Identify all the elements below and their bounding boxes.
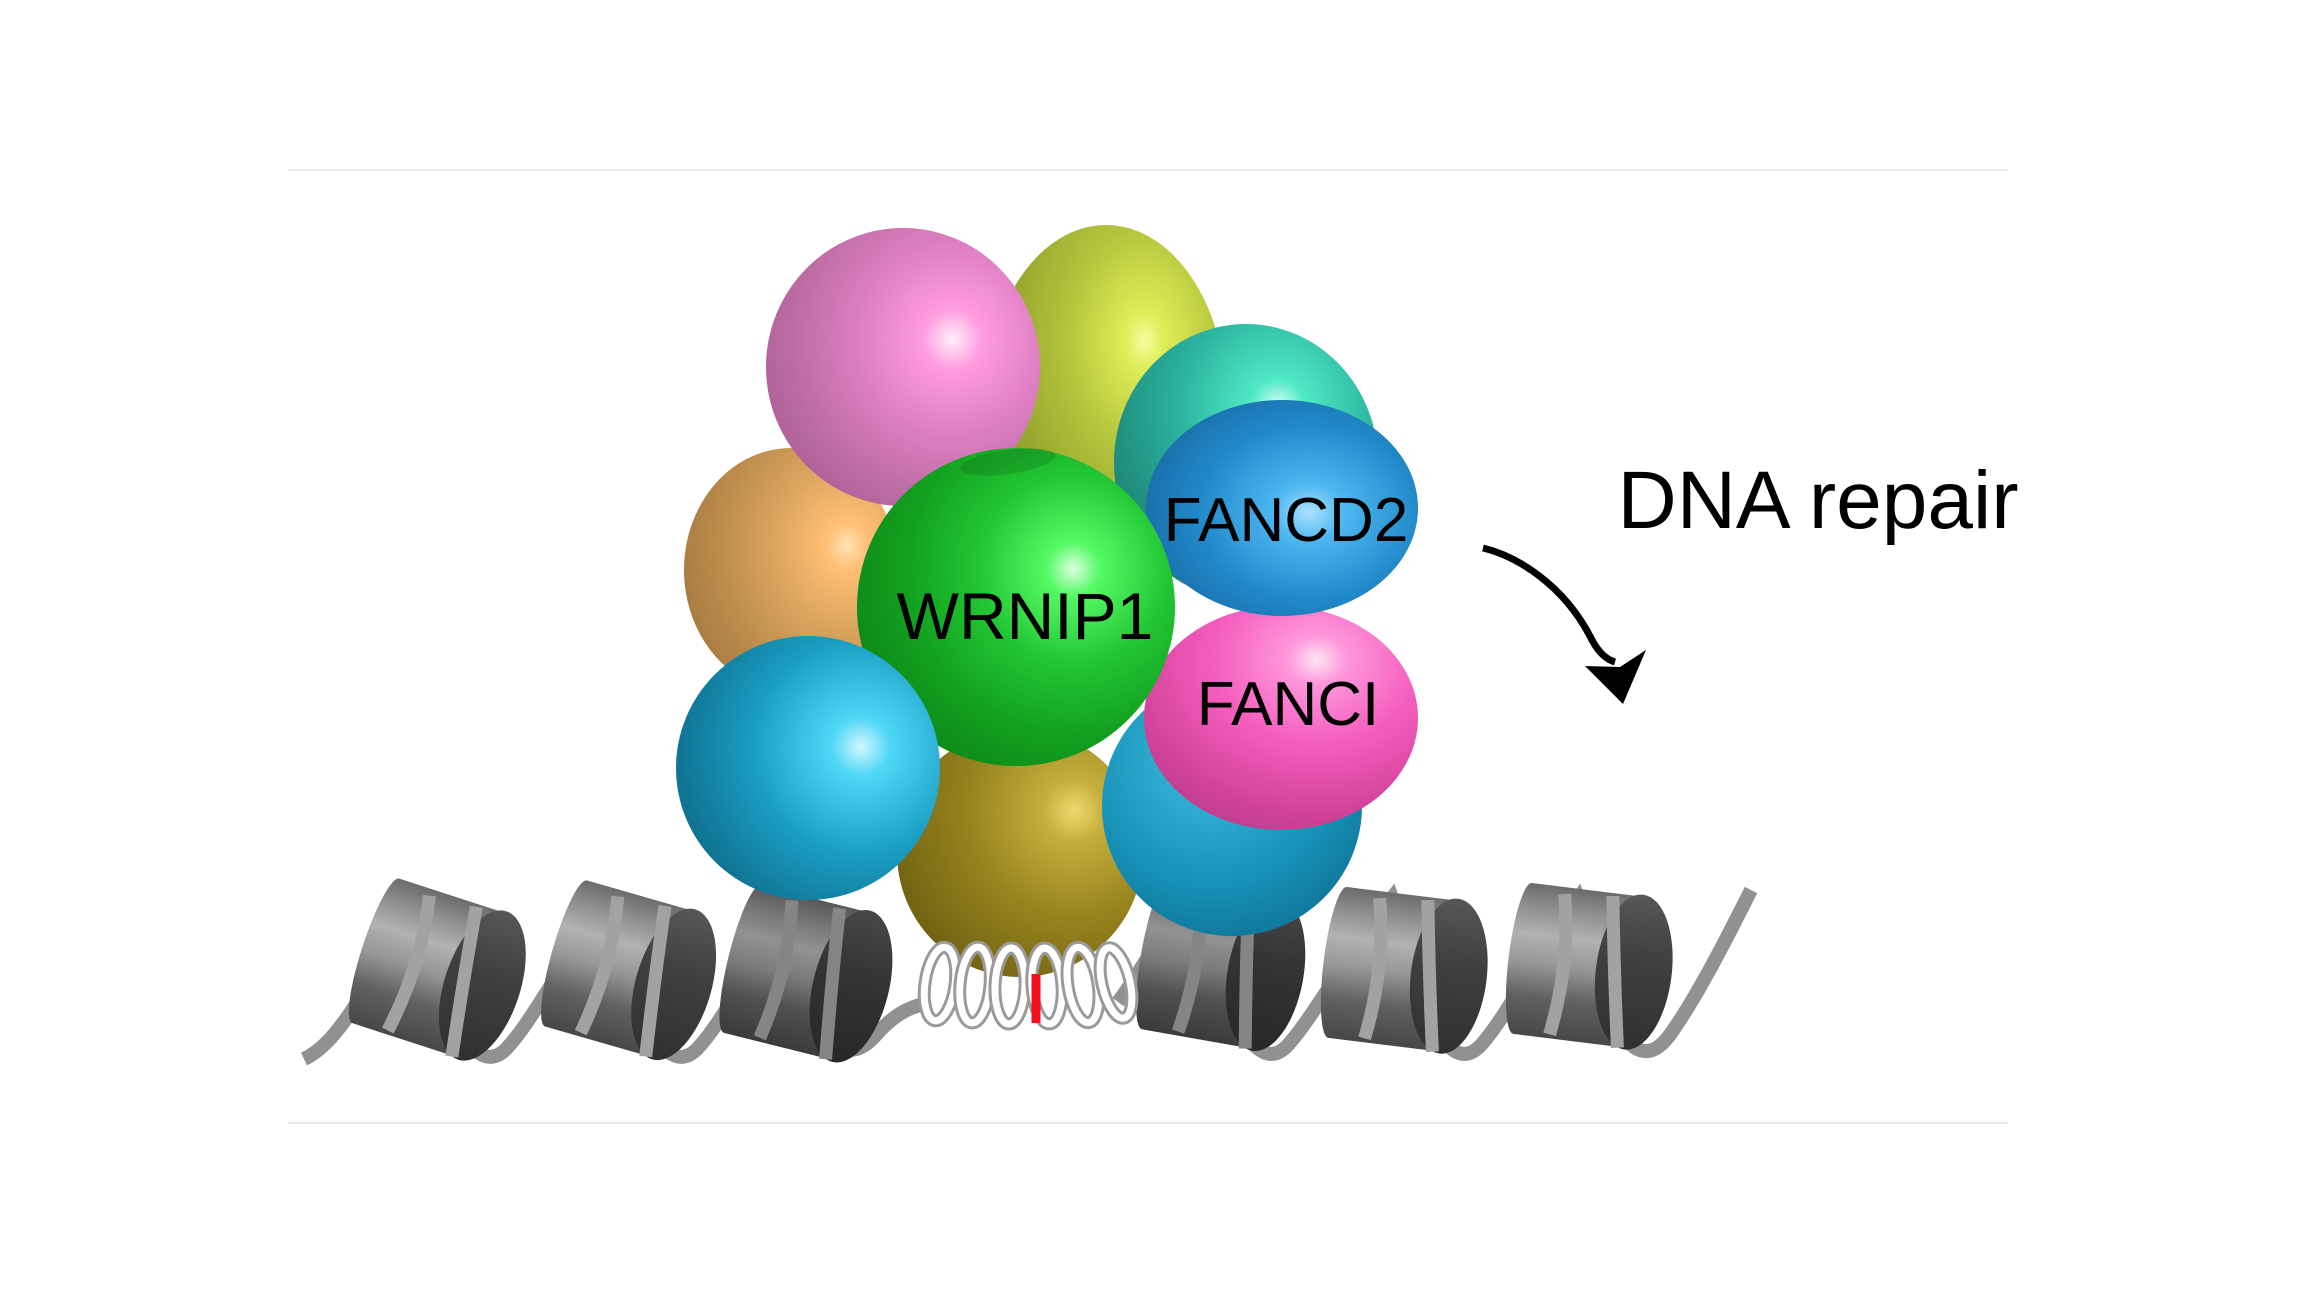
fancd2-sphere [1146, 400, 1418, 616]
naked-dna-loops [917, 940, 1139, 1031]
subunit-cyan-left [676, 636, 940, 900]
fanci-label: FANCI [1196, 670, 1380, 739]
subunit-orchid [766, 228, 1040, 506]
wrnip1-sphere-sheen [960, 448, 1056, 476]
fanci-sphere [1144, 606, 1418, 830]
subunit-tan [684, 448, 898, 692]
wrnip1-sphere [857, 448, 1175, 766]
wrnip1-label: WRNIP1 [896, 579, 1154, 653]
nucleosome-6 [1499, 879, 1681, 1054]
protein-complex [676, 225, 1418, 977]
subunit-olive [897, 729, 1143, 977]
curved-arrow-icon [1482, 544, 1646, 704]
nucleosome-5 [1314, 883, 1496, 1058]
dna-repair-label: DNA repair [1617, 455, 2019, 546]
fancd2-label: FANCD2 [1163, 486, 1409, 555]
